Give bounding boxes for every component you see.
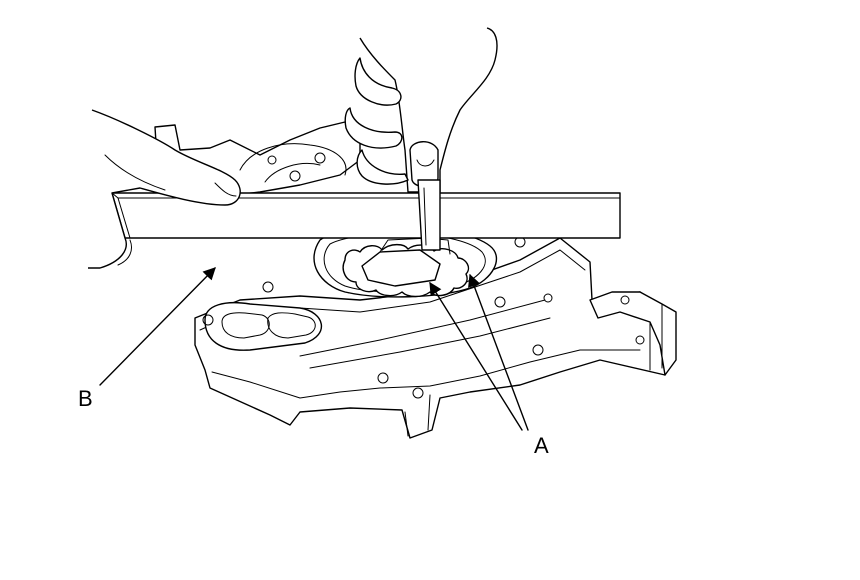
pump-housing bbox=[194, 236, 677, 439]
callout-b-leader bbox=[99, 267, 216, 386]
straight-edge bbox=[111, 192, 621, 239]
callout-a-leader-outer-rotor bbox=[429, 281, 523, 431]
callout-leaders bbox=[99, 267, 529, 431]
callout-a-leader-inner-rotor bbox=[468, 273, 529, 431]
callout-label-a: A bbox=[534, 433, 549, 458]
right-hand bbox=[344, 27, 498, 251]
left-hand bbox=[88, 109, 241, 269]
callout-label-b: B bbox=[78, 386, 93, 411]
